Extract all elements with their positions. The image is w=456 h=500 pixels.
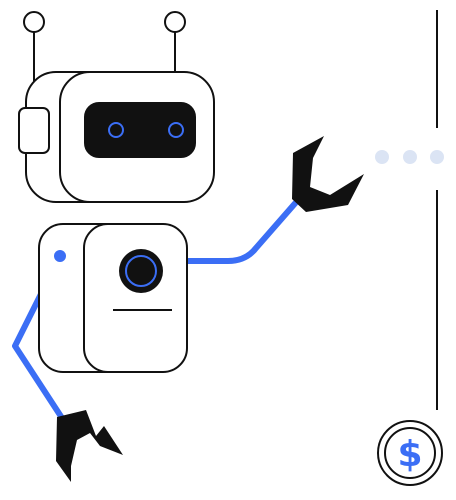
left-eye	[108, 122, 124, 138]
dot	[375, 150, 389, 164]
coin-inner-ring	[384, 427, 436, 479]
shoulder-joint	[54, 250, 66, 262]
claw-icon	[56, 410, 123, 482]
dot	[403, 150, 417, 164]
robot-head-icon	[18, 11, 215, 203]
visor	[84, 102, 196, 158]
coin-symbol: $	[397, 434, 422, 475]
ear-piece	[18, 107, 50, 154]
right-arm	[183, 197, 301, 264]
robot-body-icon	[38, 223, 188, 373]
left-antenna-ball	[23, 11, 45, 33]
right-eye	[168, 122, 184, 138]
body-lens	[125, 255, 157, 287]
claw-icon	[292, 136, 364, 212]
dot	[430, 150, 444, 164]
dollar-coin-icon: $	[377, 420, 443, 486]
body-front-panel	[83, 223, 188, 373]
ellipsis-icon	[375, 150, 444, 164]
right-antenna-ball	[164, 11, 186, 33]
